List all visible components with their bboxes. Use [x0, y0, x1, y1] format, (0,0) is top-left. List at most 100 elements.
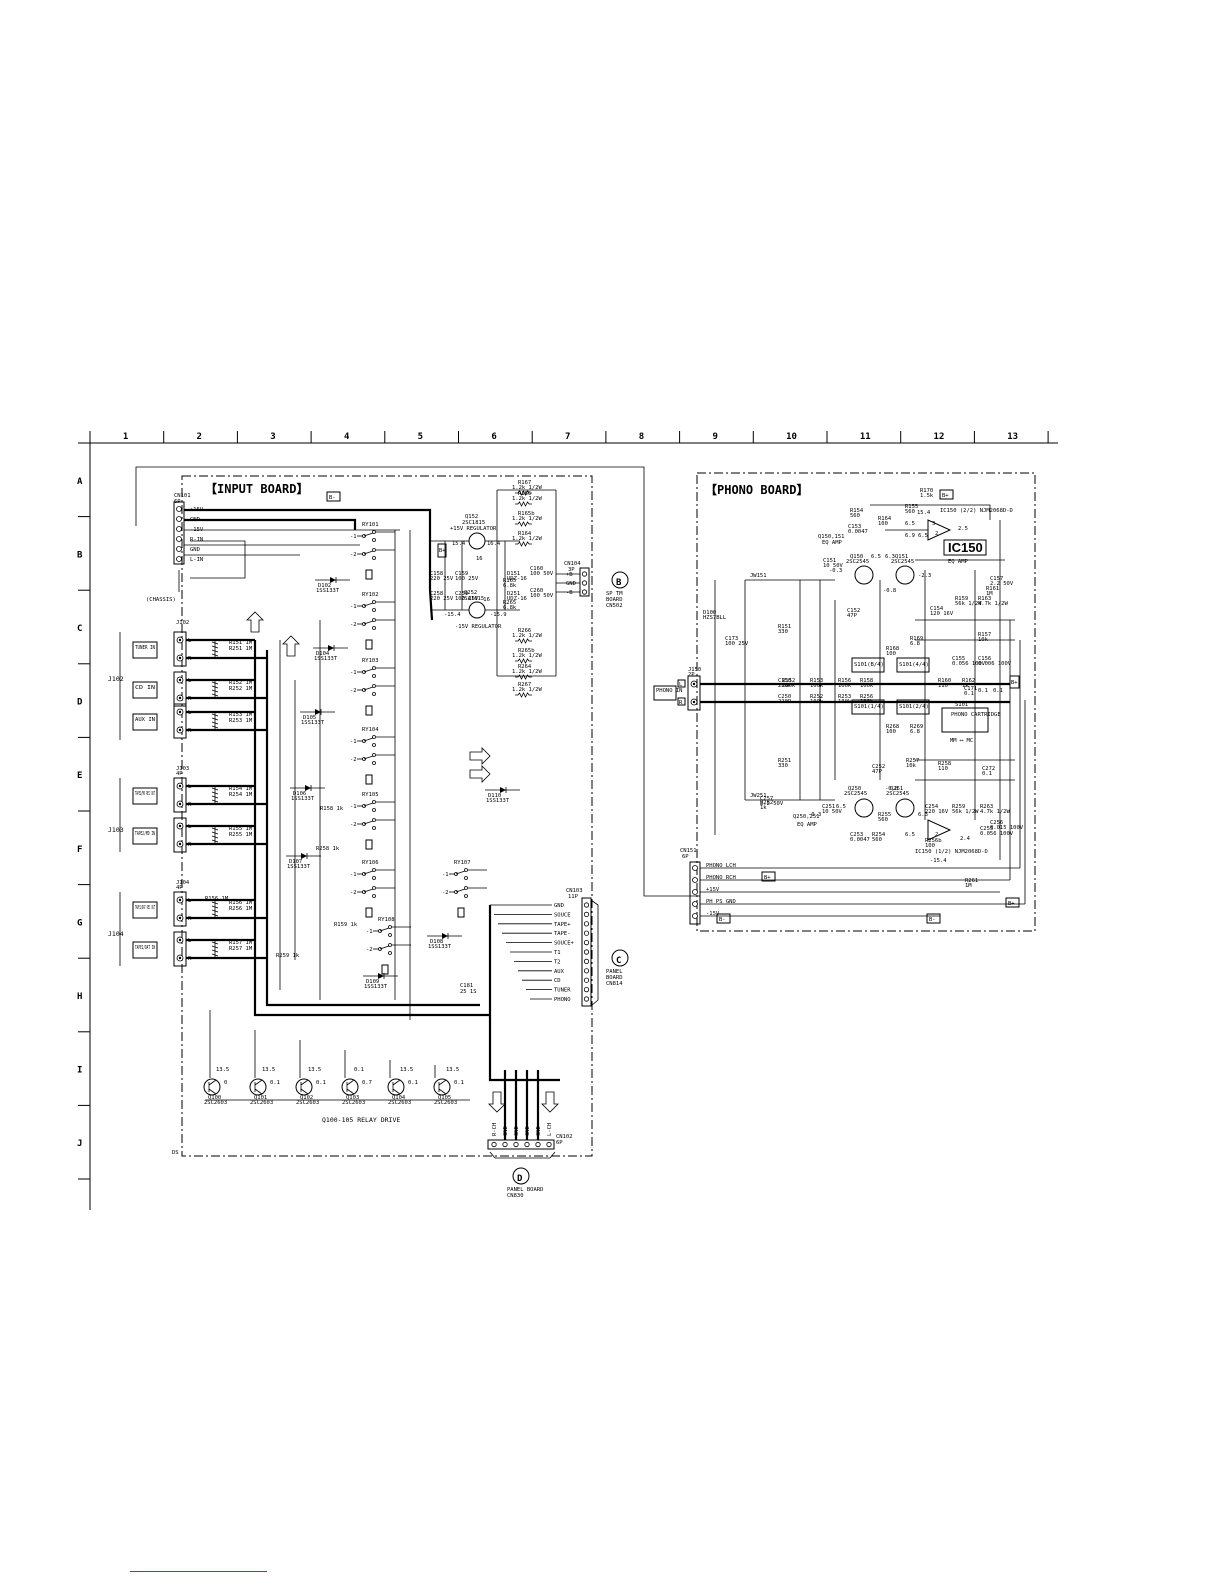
diode-ref: D106: [293, 791, 306, 797]
phono-part-ref: C153: [848, 524, 861, 530]
phono-part-val: 100k: [810, 683, 824, 689]
reg-part-val: 6.8k: [503, 605, 517, 611]
ladder-ref: R265b: [518, 648, 535, 654]
diode-part: 1SS133T: [428, 944, 452, 950]
j150-label: PHONO IN: [656, 688, 683, 694]
cn101-pin: [176, 506, 182, 512]
diode-ref: D108: [430, 939, 443, 945]
phono-part-ref: R261: [965, 878, 978, 884]
phono-part-ref: R156: [838, 678, 851, 684]
relay-contact: -1: [442, 872, 449, 878]
cn151-pin-label: PHONO RCH: [706, 875, 736, 881]
relay-contact: -2: [350, 757, 357, 763]
footer-link-underline[interactable]: [130, 1571, 267, 1572]
phono-part-ref: C173: [725, 636, 738, 642]
phono-voltage: 3: [932, 521, 935, 527]
col-label-5: 5: [418, 432, 423, 442]
phono-part-ref: R159: [955, 596, 968, 602]
phono-voltage: -0.3: [808, 812, 821, 818]
phono-part-ref: C154: [930, 606, 944, 612]
phono-board: 【PHONO BOARD】 IC150 EQ AMP IC150 (2/2) N…: [653, 472, 1036, 932]
driver-ref: Q102: [300, 1095, 313, 1101]
connector-line: SP TM: [606, 591, 623, 597]
j102-group-ref: J102: [108, 675, 124, 683]
q252-desc: -15V REGULATOR: [455, 624, 502, 630]
phono-voltage: -0.3: [829, 568, 842, 574]
input-resistor-label: R152 1M: [229, 680, 253, 686]
driver-vc: 13.5: [308, 1067, 321, 1073]
cn103-ref: CN103: [566, 888, 583, 894]
phono-voltage: 6.5: [905, 521, 915, 527]
phono-part-val: 47P: [847, 613, 858, 619]
row-label-A: A: [77, 477, 83, 487]
cn102-ref: CN102: [556, 1134, 573, 1140]
relay-ref: RY102: [362, 592, 379, 598]
ic150-label: IC150: [948, 540, 983, 555]
diode-ref: D104: [316, 651, 330, 657]
j150-pins: 2P: [688, 672, 695, 678]
connector-line: CN830: [507, 1193, 524, 1199]
phono-part-val: 6.8: [910, 641, 920, 647]
input-resistor-label: R157 1M: [229, 940, 253, 946]
input-resistor-label: R251 1M: [229, 646, 253, 652]
phono-part-ref: R268: [886, 724, 899, 730]
col-label-3: 3: [270, 432, 275, 442]
phono-transistor-ref: Q250: [848, 786, 861, 792]
reg-part-val: UDZ-16: [507, 596, 527, 602]
phono-part-val: 0.056 100V: [952, 661, 986, 667]
cn103-pin-label: TUNER: [554, 988, 571, 994]
input-resistor-label: R153 1M: [229, 712, 253, 718]
driver-vc: 13.5: [400, 1067, 413, 1073]
reg-part-val: 100 25V: [455, 596, 479, 602]
phono-part-val: 220P: [778, 699, 792, 705]
phono-part-ref: C150: [778, 678, 791, 684]
diode-ref: D110: [488, 793, 501, 799]
relay-contact: -2: [366, 947, 373, 953]
phono-part-ref: R262: [760, 800, 773, 806]
driver-ref: Q104: [392, 1095, 406, 1101]
phono-part-val: 110: [938, 683, 948, 689]
connector-line: BOARD: [606, 975, 623, 981]
reg-part-val: 100 50V: [530, 571, 554, 577]
driver-vb: 0.1: [270, 1080, 280, 1086]
phono-part-ref: R153: [810, 678, 823, 684]
phono-voltage: 6.9: [905, 533, 915, 539]
cn103-pin-label: T2: [554, 959, 561, 965]
q252-ref: Q252: [464, 590, 477, 596]
phono-part-ref: R163: [978, 596, 991, 602]
q152-vb: 16: [476, 556, 483, 562]
phono-part-ref: R258: [938, 761, 951, 767]
s101-label-1: PHONO CARTRIDGE: [951, 712, 1001, 718]
ladder-val: 1.2k 1/2W: [512, 633, 542, 639]
ladder-ref: R167: [518, 480, 531, 486]
phono-transistor-part: 2SC2545: [846, 559, 869, 565]
phono-transistor-part: 2SC2545: [844, 791, 867, 797]
phono-part-ref: C253: [850, 832, 863, 838]
q150-151-ref: Q150,151: [818, 534, 845, 540]
cn103-pin-label: CD: [554, 978, 561, 984]
relay-contact: -1: [350, 534, 357, 540]
phono-part-val: 1M: [986, 591, 993, 597]
phono-part-val: 56k 1/2W: [955, 601, 982, 607]
jack-pins: 4P: [176, 885, 183, 891]
cn101-pin: [176, 536, 182, 542]
reg-part-ref: C260: [530, 588, 543, 594]
phono-part-ref: C252: [872, 764, 885, 770]
phono-part-ref: R158: [860, 678, 873, 684]
cn103-pin-label: SOUCE: [554, 912, 571, 918]
phono-part-val: 4.7k 1/2W: [978, 601, 1008, 607]
row-label-B: B: [77, 550, 83, 560]
q250-251-ref: Q250,251: [793, 814, 820, 820]
